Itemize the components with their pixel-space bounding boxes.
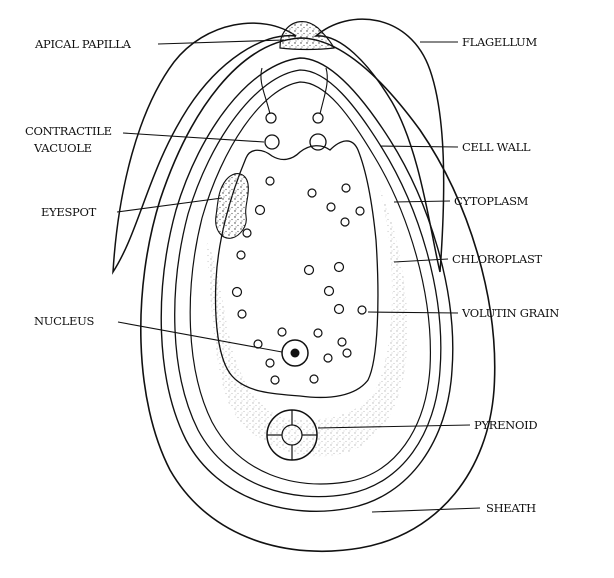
label-eyespot: EYESPOT (41, 205, 97, 219)
apical-papilla (280, 22, 334, 50)
basal-granule-left (266, 113, 276, 123)
leader-voluting-grain (368, 312, 458, 313)
label-cell-wall: CELL WALL (462, 140, 531, 154)
label-contractile-line2: VACUOLE (33, 141, 92, 155)
nucleolus (291, 349, 300, 358)
label-sheath: SHEATH (486, 501, 536, 515)
leader-contractile-vacuole (123, 133, 264, 142)
label-apical-papilla: APICAL PAPILLA (34, 37, 132, 51)
basal-granule-right (313, 113, 323, 123)
label-chloroplast: CHLOROPLAST (452, 252, 543, 266)
sheath-outline (141, 38, 495, 551)
flagellar-base-left (261, 68, 270, 114)
eyespot (216, 174, 249, 239)
label-cytoplasm: CYTOPLASM (454, 194, 529, 208)
leader-apical-papilla (158, 40, 284, 44)
leader-cytoplasm (394, 201, 450, 202)
leader-nucleus (118, 322, 282, 352)
label-voluting-grain: VOLUTIN GRAIN (461, 306, 559, 320)
contractile-vacuole-left (265, 135, 279, 149)
contractile-vacuole-right (310, 134, 326, 150)
label-pyrenoid: PYRENOID (474, 418, 537, 432)
label-nucleus: NUCLEUS (34, 314, 94, 328)
label-contractile-line1: CONTRACTILE (25, 124, 112, 138)
leader-sheath (372, 508, 480, 512)
label-flagellum: FLAGELLUM (462, 35, 537, 49)
leader-chloroplast (394, 259, 448, 262)
leader-cell-wall (380, 146, 458, 147)
